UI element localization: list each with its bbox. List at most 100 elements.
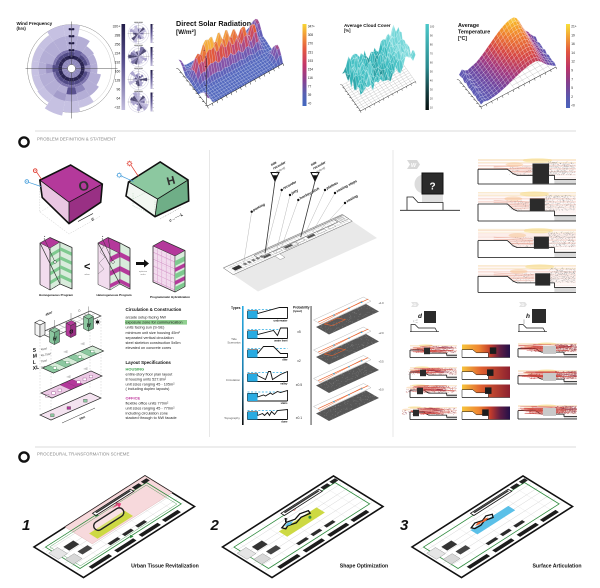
svg-text:O: O: [77, 177, 91, 194]
svg-text:Average Cloud Cover: Average Cloud Cover: [344, 23, 391, 28]
svg-text:(/year): (/year): [293, 309, 302, 313]
svg-text:c→──L: c→──L: [168, 211, 184, 222]
svg-text:H: H: [53, 337, 57, 343]
svg-text:▪▪▪: ▪▪▪: [71, 43, 73, 45]
svg-text:urban: urban: [84, 273, 90, 276]
svg-text:flexible office units 770m²: flexible office units 770m²: [126, 402, 170, 406]
svg-text:d: d: [418, 313, 423, 320]
svg-text:h: h: [526, 313, 530, 320]
svg-text:W: W: [411, 163, 417, 169]
svg-text:70: 70: [430, 52, 433, 56]
svg-text:100: 100: [430, 25, 435, 29]
svg-text:8 housing units 527.8m²: 8 housing units 527.8m²: [126, 377, 167, 381]
svg-text:45-75m²: 45-75m²: [40, 352, 51, 358]
svg-text:order: order: [140, 273, 145, 276]
svg-text:39: 39: [308, 93, 312, 97]
svg-text:PROCEDURAL TRANSFORMATION SCHE: PROCEDURAL TRANSFORMATION SCHEME: [37, 452, 129, 457]
svg-text:(extent): (extent): [275, 166, 286, 174]
svg-text:?: ?: [429, 182, 435, 193]
svg-text:exposure zone for communicatio: exposure zone for communication: [126, 321, 183, 325]
svg-text:Ø: Ø: [69, 330, 74, 336]
svg-text:Circulation: Circulation: [226, 378, 241, 382]
svg-text:<: <: [84, 261, 90, 273]
svg-text:x0.5: x0.5: [296, 383, 303, 387]
svg-text:[W/m²]: [W/m²]: [176, 29, 196, 36]
svg-text:stacked through to NW facade: stacked through to NW facade: [126, 416, 177, 420]
svg-text:recorder: recorder: [282, 180, 297, 191]
svg-text:Shape Optimization: Shape Optimization: [340, 564, 388, 570]
svg-text:water level: water level: [274, 338, 288, 342]
svg-text:[°C]: [°C]: [458, 36, 467, 42]
svg-text:2: 2: [571, 95, 573, 99]
svg-text:1: 1: [22, 517, 30, 534]
svg-text:minimum unit size housing 45m²: minimum unit size housing 45m²: [126, 331, 181, 335]
svg-text:M: M: [32, 353, 38, 360]
svg-text:270: 270: [308, 42, 314, 46]
svg-text:Programmatic Hybridization: Programmatic Hybridization: [150, 295, 190, 299]
svg-text:arcade setup facing NW: arcade setup facing NW: [126, 316, 167, 320]
svg-text:Scenarios: Scenarios: [227, 341, 241, 345]
svg-text:Average: Average: [458, 23, 479, 29]
svg-text:288: 288: [115, 34, 121, 38]
svg-text:(hrs): (hrs): [17, 26, 27, 31]
svg-text:( including duplex layouts): ( including duplex layouts): [126, 387, 171, 391]
svg-text:Probability: Probability: [293, 306, 310, 310]
svg-text:75m²: 75m²: [40, 358, 47, 363]
svg-text:unit sizes ranging 45 - 105m²: unit sizes ranging 45 - 105m²: [126, 382, 176, 386]
svg-text:H: H: [87, 323, 91, 329]
svg-text:(extent): (extent): [315, 166, 326, 174]
svg-text:unit sizes ranging 45 - 770m²: unit sizes ranging 45 - 770m²: [126, 406, 176, 410]
svg-text:Heterogeneous Program: Heterogeneous Program: [96, 293, 131, 297]
svg-text:steel skeleton construction 5x: steel skeleton construction 5x5m: [126, 341, 181, 345]
svg-text:▪▪▪: ▪▪▪: [71, 50, 73, 52]
svg-text:10: 10: [430, 106, 433, 110]
svg-text:seating steps: seating steps: [336, 179, 358, 193]
svg-text:+3.5: +3.5: [379, 360, 385, 364]
svg-text:224: 224: [115, 52, 121, 56]
svg-text:dune: dune: [281, 419, 288, 423]
svg-text:19: 19: [571, 33, 575, 37]
svg-text:valley: valley: [280, 381, 288, 385]
svg-text:▪▪▪: ▪▪▪: [71, 57, 73, 59]
svg-text:2: 2: [210, 517, 220, 534]
svg-text:Circulation & Construction: Circulation & Construction: [126, 307, 182, 312]
svg-text:<0: <0: [571, 104, 575, 108]
svg-text:Homogeneous Program: Homogeneous Program: [39, 293, 73, 297]
svg-text:stairs: stairs: [281, 401, 288, 405]
svg-text:60: 60: [430, 61, 433, 65]
svg-text:x0.1: x0.1: [296, 416, 303, 420]
svg-text:Tide: Tide: [231, 337, 237, 341]
svg-text:347+: 347+: [308, 25, 315, 29]
svg-text:20: 20: [430, 97, 433, 101]
svg-text:40: 40: [430, 79, 433, 83]
svg-text:D: D: [522, 302, 525, 307]
svg-text:elevated on concrete cores: elevated on concrete cores: [126, 346, 172, 350]
svg-text:x5: x5: [297, 330, 301, 334]
svg-text:308: 308: [308, 33, 314, 37]
svg-text:160: 160: [115, 70, 121, 74]
svg-text:H: H: [166, 175, 177, 189]
svg-text:Urban Tissue Revitalization: Urban Tissue Revitalization: [131, 564, 199, 570]
svg-text:plateau: plateau: [325, 181, 340, 191]
svg-text:XL: XL: [31, 365, 40, 372]
svg-text:tide: tide: [270, 160, 277, 166]
svg-text:90: 90: [430, 34, 433, 38]
svg-text:●: ●: [102, 235, 104, 238]
svg-text:▁: ▁: [202, 49, 205, 51]
svg-text:192: 192: [115, 61, 121, 65]
svg-text:including circulation zone: including circulation zone: [126, 411, 168, 415]
svg-text:9: 9: [571, 69, 573, 73]
svg-text:Temperature: Temperature: [458, 30, 490, 36]
svg-text:parking: parking: [251, 202, 266, 212]
svg-text:30: 30: [430, 88, 433, 92]
svg-text:dike: dike: [282, 357, 288, 361]
svg-text:underwater: underwater: [274, 318, 288, 322]
svg-text:Topography: Topography: [224, 416, 240, 420]
svg-text:x2: x2: [297, 359, 301, 363]
svg-text:50m: 50m: [79, 415, 86, 421]
svg-text:12: 12: [571, 60, 575, 64]
svg-text:entire-story floor plan layout: entire-story floor plan layout: [126, 373, 174, 377]
svg-text:<32: <32: [115, 106, 121, 110]
svg-text:193: 193: [308, 59, 314, 63]
svg-text:jetty: jetty: [290, 188, 300, 196]
